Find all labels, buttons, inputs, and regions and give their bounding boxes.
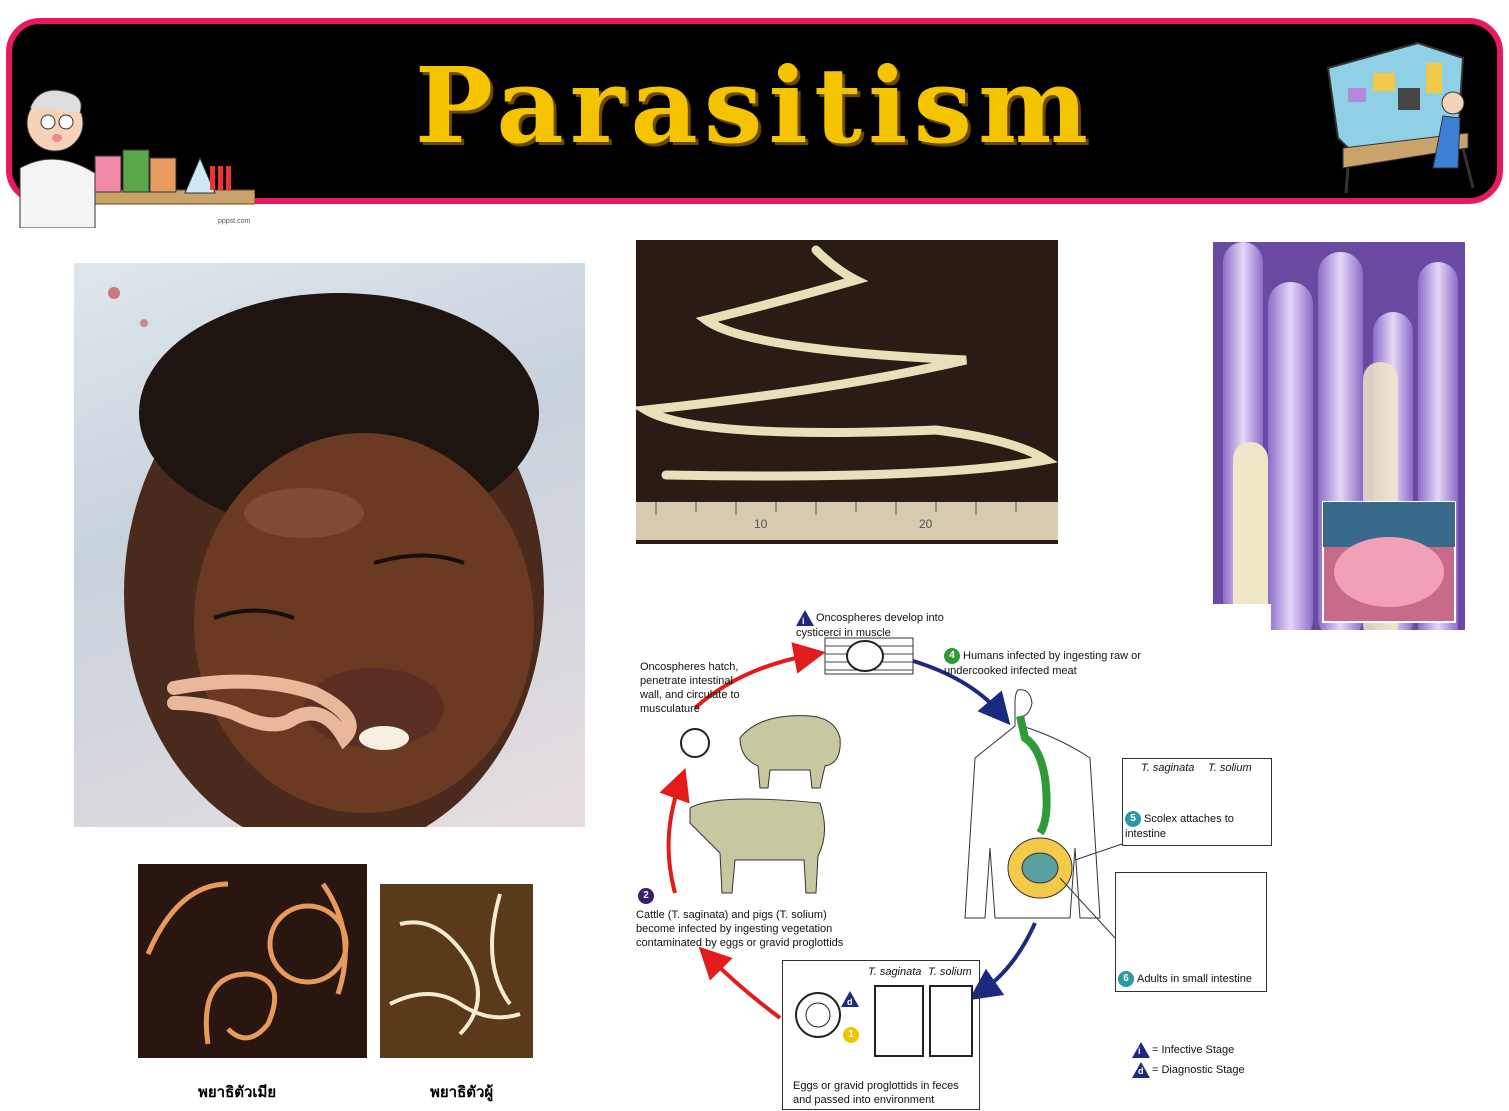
egg-box: T. saginata T. solium d 1 Eggs or gravid…	[782, 960, 980, 1110]
scientist-clipart	[19, 89, 255, 228]
science-project-clipart	[1326, 41, 1475, 193]
step-2-text: Cattle (T. saginata) and pigs (T. solium…	[636, 909, 844, 949]
ruler-tick-20: 20	[919, 517, 933, 531]
page-title: Parasitism	[414, 44, 1095, 167]
step-1-badge: 1	[843, 1027, 859, 1043]
step-6-badge: 6	[1118, 971, 1134, 987]
step-4-badge: 4	[944, 648, 960, 664]
step-3-text: Oncospheres hatch, penetrate intestinal …	[640, 661, 740, 715]
step-5-badge: 5	[1125, 811, 1141, 827]
legend-diagnostic-text: = Diagnostic Stage	[1152, 1063, 1245, 1076]
male-worm-photo	[380, 884, 533, 1058]
child-roundworm-photo	[74, 263, 585, 827]
step-1-text: Eggs or gravid proglottids in feces and …	[793, 1080, 959, 1106]
ruler-tick-10: 10	[754, 517, 768, 531]
female-worm-photo	[138, 864, 367, 1058]
diagnostic-stage-icon: d	[841, 991, 859, 1007]
male-worm-caption: พยาธิตัวผู้	[430, 1083, 494, 1101]
credit-text: pppst.com	[218, 218, 251, 225]
step-2-badge: 2	[638, 888, 654, 904]
tapeworm-photo: 10 20	[636, 240, 1058, 544]
step-6-text: Adults in small intestine	[1137, 972, 1252, 985]
infective-stage-icon: i	[796, 610, 814, 626]
proglottid-label-saginata: T. saginata	[868, 966, 922, 978]
step-4-text: Humans infected by ingesting raw or unde…	[944, 649, 1141, 677]
step-5-text: Scolex attaches to intestine	[1125, 812, 1234, 840]
title-banner: Parasitism	[6, 18, 1503, 204]
legend-infective-icon: i	[1132, 1042, 1150, 1058]
scolex-label-saginata: T. saginata	[1141, 762, 1195, 774]
step-i-text: Oncospheres develop into cysticerci in m…	[796, 611, 944, 639]
female-worm-caption: พยาธิตัวเมีย	[198, 1083, 277, 1101]
sea-anemone-photo	[1213, 242, 1465, 630]
legend-infective-text: = Infective Stage	[1152, 1043, 1235, 1056]
step-3-badge: 3	[643, 720, 649, 731]
scolex-label-solium: T. solium	[1208, 762, 1252, 774]
legend-diagnostic-icon: d	[1132, 1062, 1150, 1078]
proglottid-label-solium: T. solium	[928, 966, 972, 978]
